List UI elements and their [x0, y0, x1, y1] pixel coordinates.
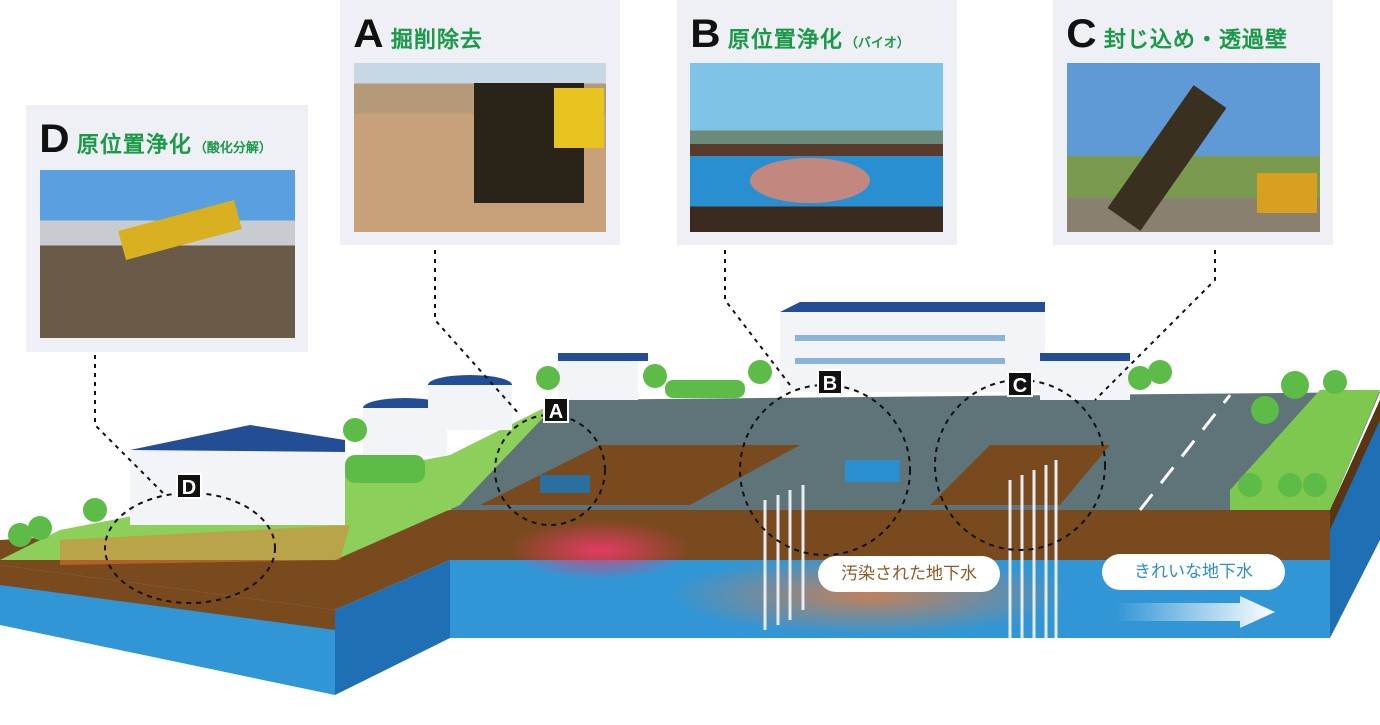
- card-letter: C: [1066, 12, 1097, 56]
- containment-wall-photo: [1067, 63, 1320, 232]
- marker-b: B: [817, 369, 843, 395]
- excavator: [540, 475, 590, 493]
- marker-a: A: [543, 397, 569, 423]
- contaminated-groundwater-label: 汚染された地下水: [818, 556, 1000, 592]
- buildings: [130, 302, 1130, 525]
- leader-lines: [94, 250, 1216, 496]
- clean-groundwater-label: きれいな地下水: [1102, 554, 1285, 590]
- card-title: 原位置浄化: [76, 133, 192, 158]
- trees: [8, 360, 1347, 547]
- bio-remediation-illustration: [690, 63, 943, 232]
- card-letter: B: [690, 12, 721, 56]
- card-title: 封じ込め・透過壁: [1103, 28, 1288, 53]
- left-ground-block: [0, 400, 560, 695]
- marker-c: C: [1007, 371, 1033, 397]
- excavation-photo: [354, 63, 606, 232]
- flow-arrow: [1115, 596, 1275, 628]
- pink-plume: [510, 520, 690, 580]
- card-subtitle: （酸化分解）: [193, 141, 272, 156]
- oxidation-site-photo: [40, 170, 295, 338]
- marker-d: D: [176, 473, 202, 499]
- card-letter: A: [353, 12, 384, 56]
- treatment-unit: [845, 460, 900, 482]
- card-subtitle: （バイオ）: [844, 36, 910, 51]
- card-title: 掘削除去: [390, 28, 483, 53]
- wells: [763, 460, 1058, 638]
- card-title: 原位置浄化: [727, 28, 843, 53]
- card-letter: D: [39, 117, 70, 161]
